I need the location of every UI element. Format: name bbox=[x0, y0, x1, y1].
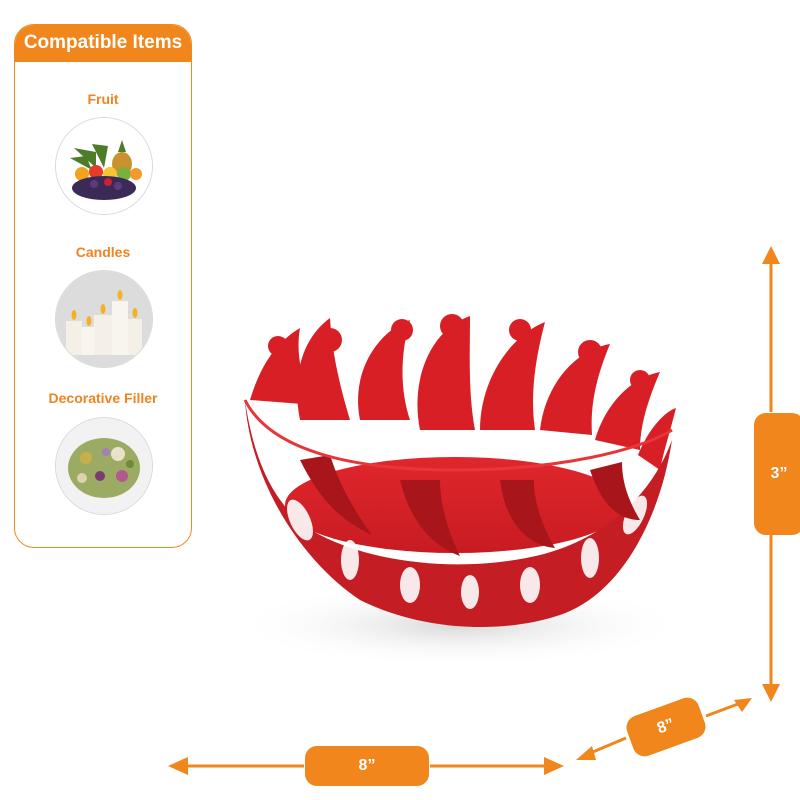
item-label-decorative-filler: Decorative Filler bbox=[48, 390, 158, 406]
depth-arrow bbox=[576, 698, 752, 760]
depth-dimension-label: 8” bbox=[654, 715, 677, 738]
item-label-fruit: Fruit bbox=[87, 91, 119, 107]
panel-title: Compatible Items bbox=[15, 25, 191, 62]
height-dimension-badge: 3” bbox=[754, 413, 800, 535]
coral-basket-icon bbox=[243, 314, 676, 627]
height-dimension-label: 3” bbox=[770, 465, 788, 482]
dried-flowers-photo-icon bbox=[55, 417, 153, 515]
width-arrow bbox=[168, 757, 564, 775]
width-dimension-label: 8” bbox=[358, 757, 376, 774]
width-dimension-badge: 8” bbox=[305, 746, 429, 786]
compatible-items-panel: Compatible Items Fruit Candles bbox=[14, 24, 192, 548]
fruit-basket-photo-icon bbox=[55, 117, 153, 215]
candles-photo-icon bbox=[55, 270, 153, 368]
item-label-candles: Candles bbox=[75, 244, 131, 260]
height-arrow bbox=[762, 246, 780, 702]
